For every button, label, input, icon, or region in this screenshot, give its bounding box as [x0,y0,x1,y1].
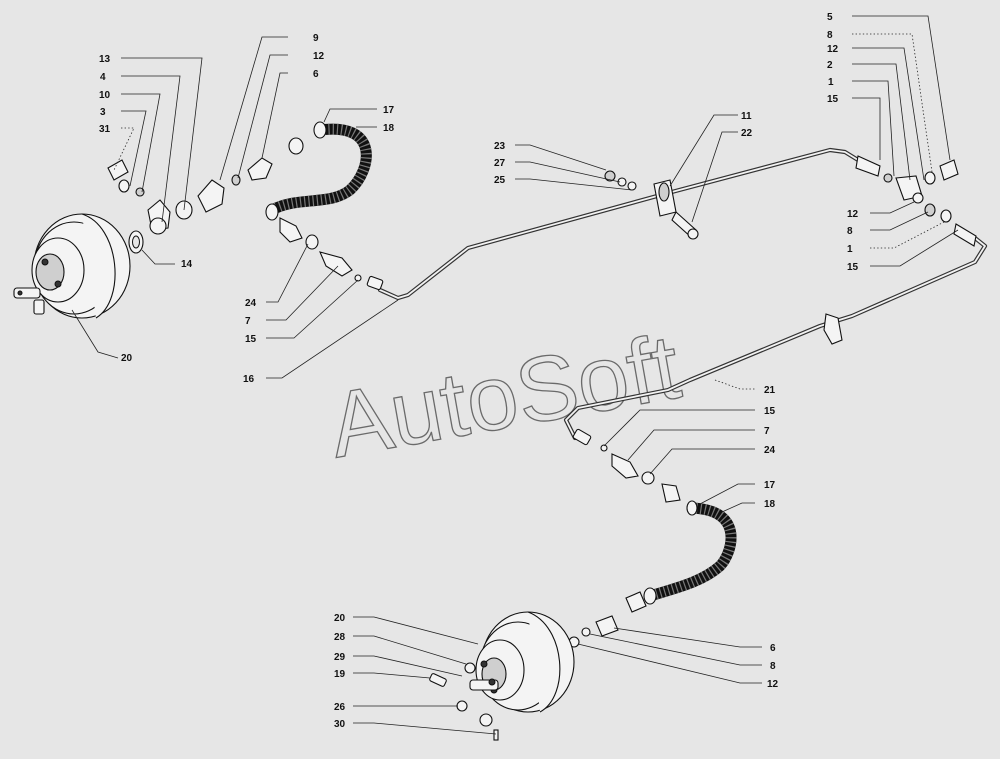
elbow-fitting-parts [107,137,304,235]
callout-7: 7 [764,426,770,437]
brake-pipe-main [377,147,861,301]
brake-pipe-long [563,235,988,441]
callout-30: 30 [334,719,346,730]
callout-3: 3 [100,107,106,118]
callout-12: 12 [767,679,779,690]
callout-26: 26 [334,702,346,713]
callout-8: 8 [827,30,833,41]
callout-15b: 15 [847,262,859,273]
callout-5: 5 [827,12,833,23]
pipe-junction-top-right [823,155,977,345]
callout-1: 1 [828,77,834,88]
callout-24: 24 [245,298,257,309]
callout-17: 17 [383,105,395,116]
callout-8: 8 [770,661,776,672]
callout-14: 14 [181,259,193,270]
pipe-clamp-assembly [604,170,699,240]
callout-1b: 1 [847,244,853,255]
callout-7: 7 [245,316,251,327]
callout-25: 25 [494,175,506,186]
callout-15: 15 [764,406,776,417]
fitting-washer-14 [128,230,144,254]
callout-2: 2 [827,60,833,71]
callout-10: 10 [99,90,111,101]
callout-17: 17 [764,480,776,491]
brake-chamber-top-left [13,213,131,319]
callout-27: 27 [494,158,506,169]
callout-15: 15 [827,94,839,105]
callout-29: 29 [334,652,346,663]
callout-20: 20 [334,613,346,624]
callout-8b: 8 [847,226,853,237]
callout-18: 18 [764,499,776,510]
callout-23: 23 [494,141,506,152]
callout-labels: 13 4 10 3 31 14 20 9 12 6 17 18 24 7 15 … [99,12,859,730]
brake-chamber-bottom [429,611,575,741]
callout-19: 19 [334,669,346,680]
callout-18: 18 [383,123,395,134]
hose-end-fittings-middle [572,428,681,503]
callout-12: 12 [313,51,325,62]
callout-12b: 12 [847,209,859,220]
callout-13: 13 [99,54,111,65]
callout-6: 6 [313,69,319,80]
brake-hose-bottom [643,500,737,605]
callout-6: 6 [770,643,776,654]
callout-12: 12 [827,44,839,55]
callout-11: 11 [741,111,752,122]
callout-16: 16 [243,374,255,385]
callout-4: 4 [100,72,106,83]
callout-28: 28 [334,632,346,643]
callout-20: 20 [121,353,133,364]
callout-24: 24 [764,445,776,456]
leader-lines [71,15,959,735]
callout-9: 9 [313,33,319,44]
callout-15: 15 [245,334,257,345]
brake-hose-top [265,121,372,221]
hose-end-fittings-top [279,217,384,291]
callout-21: 21 [764,385,776,396]
callout-22: 22 [741,128,753,139]
bottom-fitting-parts [568,591,647,648]
callout-31: 31 [99,124,111,135]
